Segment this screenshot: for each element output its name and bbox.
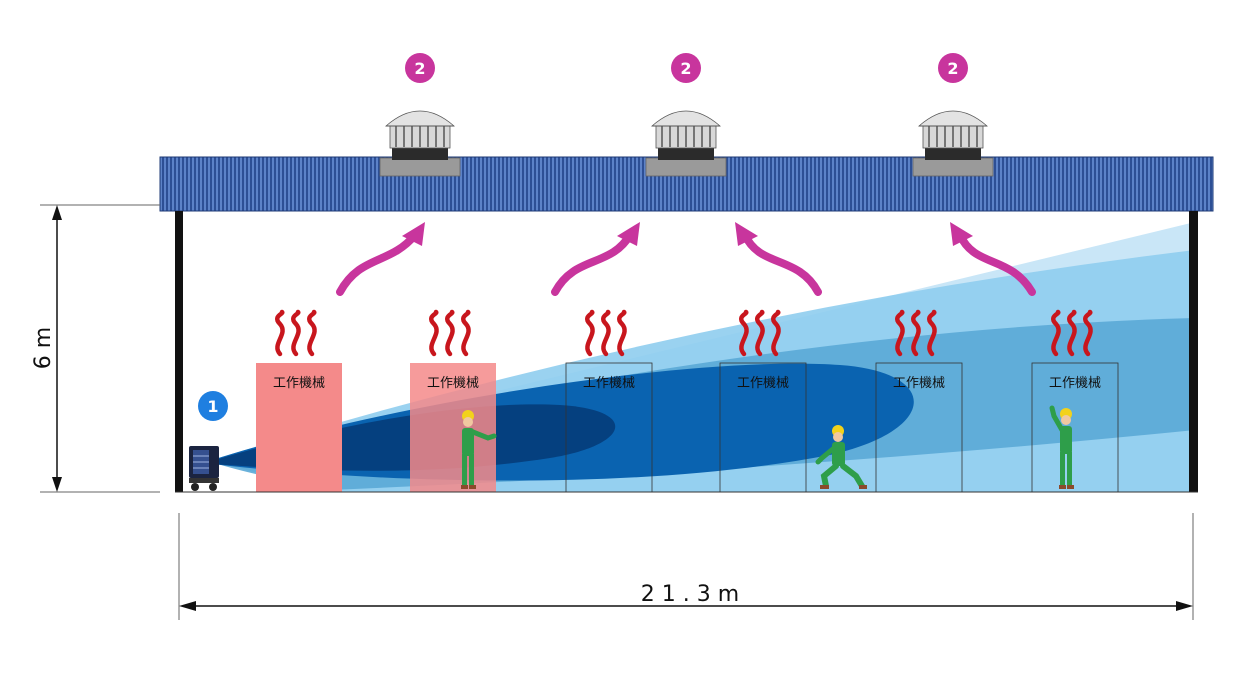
blower-marker: 1: [198, 391, 228, 421]
heat-wave: [911, 309, 921, 357]
ventilator-marker: 2: [671, 53, 701, 83]
height-dimension: 6 m: [31, 204, 160, 493]
wheel-icon: [191, 483, 199, 491]
machine-label: 工作機械: [737, 376, 789, 391]
heat-wave: [927, 309, 937, 357]
heat-icon: [895, 309, 937, 357]
exhaust-arrow: [336, 231, 419, 296]
heat-wave: [755, 309, 765, 357]
heat-icon: [275, 309, 317, 357]
arrow-right-icon: [1176, 601, 1193, 611]
roof-ventilator: 2: [379, 53, 461, 177]
machine-label: 工作機械: [893, 376, 945, 391]
airflow-plume: [212, 222, 1195, 492]
wheel-icon: [209, 483, 217, 491]
heat-wave: [1083, 309, 1093, 357]
machine-body: [410, 363, 496, 492]
machine: 工作機械: [256, 363, 342, 492]
heat-wave-group: [275, 309, 1093, 357]
heat-icon: [429, 309, 471, 357]
blower-unit: [189, 446, 219, 491]
exhaust-arrowhead: [950, 222, 973, 246]
worker-reaching: [1049, 405, 1074, 489]
width-label: 2 1 . 3 m: [641, 582, 739, 607]
heat-wave: [601, 309, 611, 357]
heat-icon: [739, 309, 781, 357]
roof-ventilator: 2: [645, 53, 727, 177]
blower-marker-number: 1: [207, 397, 218, 416]
heat-wave: [1067, 309, 1077, 357]
heat-wave: [771, 309, 781, 357]
machine-group: 工作機械 工作機械 工作機械 工作機械 工作機械 工作機械: [256, 362, 1119, 493]
heat-icon: [1051, 309, 1093, 357]
heat-wave: [617, 309, 627, 357]
machine-label: 工作機械: [427, 376, 479, 391]
ventilator-marker-number: 2: [414, 59, 425, 78]
exhaust-arrows: [336, 231, 1036, 296]
ventilator-marker-number: 2: [947, 59, 958, 78]
machine-label: 工作機械: [583, 376, 635, 391]
heat-wave: [585, 309, 595, 357]
exhaust-arrow: [741, 231, 822, 296]
arrow-left-icon: [179, 601, 196, 611]
exhaust-arrowhead: [735, 222, 758, 246]
left-wall: [175, 211, 183, 492]
heat-wave: [307, 309, 317, 357]
heat-icon: [585, 309, 627, 357]
right-wall: [1189, 211, 1198, 492]
exhaust-arrow: [956, 231, 1036, 296]
heat-wave: [275, 309, 285, 357]
height-label: 6 m: [31, 327, 56, 369]
width-dimension: 2 1 . 3 m: [178, 513, 1194, 620]
heat-wave: [895, 309, 905, 357]
ventilator-marker: 2: [938, 53, 968, 83]
machine-label: 工作機械: [273, 376, 325, 391]
heat-wave: [429, 309, 439, 357]
arrow-down-icon: [52, 477, 62, 492]
heat-wave: [291, 309, 301, 357]
heat-wave: [445, 309, 455, 357]
exhaust-arrow: [551, 231, 634, 296]
exhaust-arrowhead: [617, 222, 640, 246]
worker-crouching: [815, 425, 867, 489]
machine: 工作機械: [410, 363, 496, 492]
worker-standing: [461, 410, 497, 489]
exhaust-arrowheads: [402, 222, 973, 246]
heat-wave: [461, 309, 471, 357]
roof-ventilator: 2: [912, 53, 994, 177]
roof-ventilator-group: 2 2 2: [379, 53, 994, 177]
machine-body: [256, 363, 342, 492]
machine-label: 工作機械: [1049, 376, 1101, 391]
heat-wave: [739, 309, 749, 357]
arrow-up-icon: [52, 205, 62, 220]
exhaust-arrowhead: [402, 222, 425, 246]
ventilator-marker-number: 2: [680, 59, 691, 78]
heat-wave: [1051, 309, 1061, 357]
ventilator-marker: 2: [405, 53, 435, 83]
